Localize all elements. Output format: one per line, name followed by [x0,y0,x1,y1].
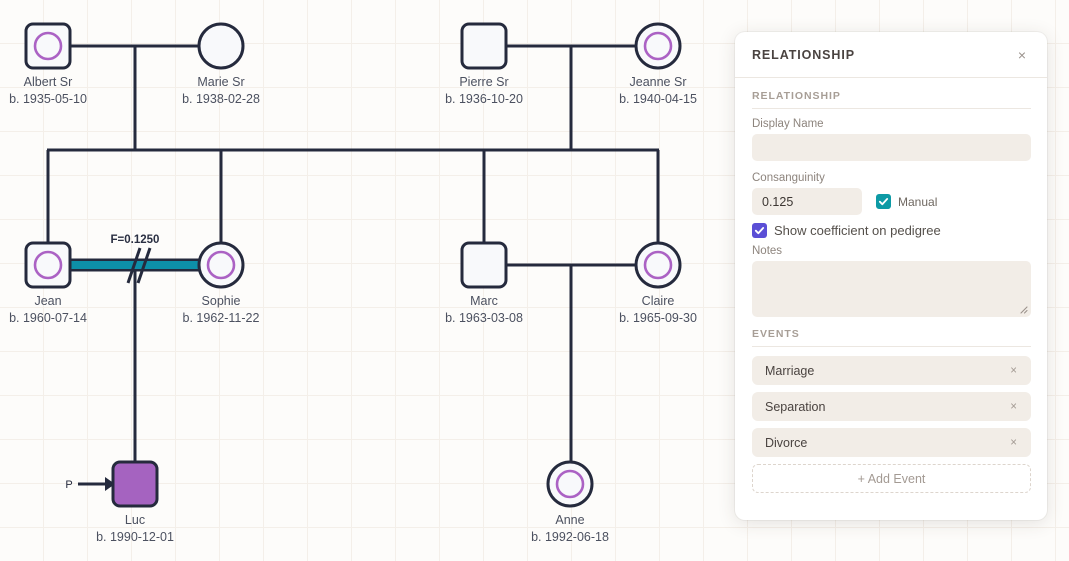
pedigree-node-albert[interactable]: Albert Sr b. 1935-05-10 [9,22,87,106]
pedigree-node-sophie[interactable]: Sophie b. 1962-11-22 [183,241,260,325]
carrier-ring-icon [206,250,236,280]
node-name-label: Sophie [202,294,241,308]
pedigree-node-marie[interactable]: Marie Sr b. 1938-02-28 [182,22,260,106]
panel-body: RELATIONSHIP Display Name Consanguinity … [735,78,1047,520]
node-birth-label: b. 1960-07-14 [9,311,87,325]
node-birth-label: b. 1936-10-20 [445,92,523,106]
consanguinity-row: Manual [752,188,1031,215]
node-birth-label: b. 1962-11-22 [183,311,260,325]
node-shape-square-affected[interactable] [111,460,159,508]
event-remove-icon[interactable]: × [1010,364,1017,377]
node-name-label: Albert Sr [24,75,73,89]
pedigree-node-jeanne[interactable]: Jeanne Sr b. 1940-04-15 [619,22,697,106]
proband-indicator: P [65,477,115,491]
carrier-ring-icon [555,469,585,499]
carrier-ring-icon [33,250,63,280]
notes-wrap [752,261,1031,317]
node-name-label: Marie Sr [197,75,244,89]
event-name-label: Marriage [765,363,815,378]
node-name-label: Marc [470,294,498,308]
relationship-panel: RELATIONSHIP × RELATIONSHIP Display Name… [735,32,1047,520]
panel-header: RELATIONSHIP × [735,32,1047,78]
proband-label: P [65,479,72,491]
node-name-label: Jeanne Sr [630,75,687,89]
proband-arrow-head [105,477,115,491]
node-birth-label: b. 1940-04-15 [619,92,697,106]
display-name-label: Display Name [752,118,824,130]
carrier-ring-icon [33,31,63,61]
node-name-label: Jean [34,294,61,308]
panel-title: RELATIONSHIP [752,47,855,62]
events-list: Marriage × Separation × Divorce × [752,356,1031,457]
event-remove-icon[interactable]: × [1010,436,1017,449]
separation-slash-1 [126,247,142,284]
node-birth-label: b. 1935-05-10 [9,92,87,106]
node-birth-label: b. 1938-02-28 [182,92,260,106]
close-icon[interactable]: × [1017,46,1026,63]
node-shape-circle[interactable] [197,241,245,289]
show-coefficient-label: Show coefficient on pedigree [774,223,941,238]
separation-slashes-icon [126,247,152,284]
node-birth-label: b. 1963-03-08 [445,311,523,325]
section-header-relationship: RELATIONSHIP [752,90,1031,109]
node-name-label: Anne [555,513,584,527]
pedigree-canvas[interactable]: F=0.1250 P Albert Sr b. 1935-05-10 Marie… [0,0,740,561]
carrier-ring-icon [643,250,673,280]
pedigree-node-pierre[interactable]: Pierre Sr b. 1936-10-20 [445,22,523,106]
node-shape-circle[interactable] [197,22,245,70]
node-name-label: Luc [125,513,145,527]
node-birth-label: b. 1965-09-30 [619,311,697,325]
node-name-label: Claire [642,294,675,308]
notes-label: Notes [752,245,783,257]
display-name-input[interactable] [752,134,1031,161]
node-shape-square[interactable] [24,22,72,70]
section-header-events: EVENTS [752,328,1031,347]
node-birth-label: b. 1992-06-18 [531,530,609,544]
check-icon [754,227,765,235]
show-coefficient-checkbox-wrap[interactable]: Show coefficient on pedigree [752,223,1031,238]
event-remove-icon[interactable]: × [1010,400,1017,413]
manual-checkbox[interactable] [876,194,891,209]
event-name-label: Divorce [765,435,808,450]
node-shape-square[interactable] [460,241,508,289]
node-shape-square[interactable] [460,22,508,70]
consanguinity-label: Consanguinity [752,172,825,184]
carrier-ring-icon [643,31,673,61]
event-row-marriage[interactable]: Marriage × [752,356,1031,385]
node-shape-square[interactable] [24,241,72,289]
pedigree-connectors [46,44,660,462]
event-row-separation[interactable]: Separation × [752,392,1031,421]
manual-checkbox-label: Manual [898,194,938,209]
manual-checkbox-wrap[interactable]: Manual [876,194,937,209]
node-name-label: Pierre Sr [459,75,508,89]
consanguinity-input[interactable] [752,188,862,215]
check-icon [878,198,889,206]
pedigree-node-claire[interactable]: Claire b. 1965-09-30 [619,241,697,325]
event-name-label: Separation [765,399,826,414]
pedigree-node-luc[interactable]: Luc b. 1990-12-01 [96,460,174,544]
add-event-button[interactable]: + Add Event [752,464,1031,493]
show-coefficient-checkbox[interactable] [752,223,767,238]
separation-slash-2 [136,247,152,284]
pedigree-node-marc[interactable]: Marc b. 1963-03-08 [445,241,523,325]
node-shape-circle[interactable] [634,22,682,70]
consanguinity-coefficient-label: F=0.1250 [111,234,160,246]
node-shape-circle[interactable] [634,241,682,289]
event-row-divorce[interactable]: Divorce × [752,428,1031,457]
pedigree-node-jean[interactable]: Jean b. 1960-07-14 [9,241,87,325]
node-birth-label: b. 1990-12-01 [96,530,174,544]
pedigree-node-anne[interactable]: Anne b. 1992-06-18 [531,460,609,544]
node-shape-circle[interactable] [546,460,594,508]
notes-textarea[interactable] [752,261,1031,317]
